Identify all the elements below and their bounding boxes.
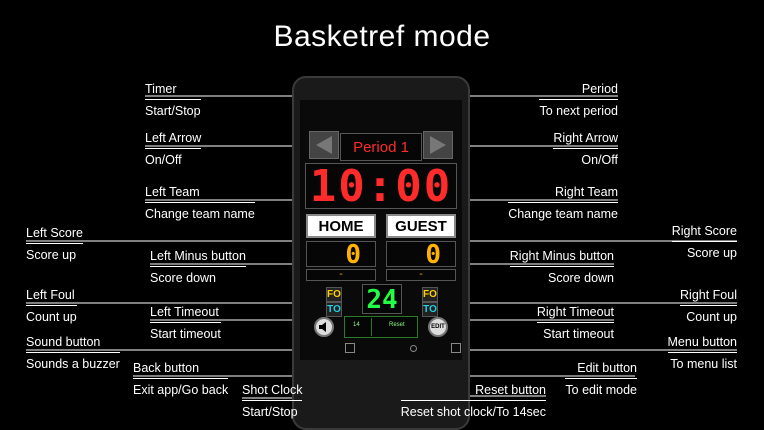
edit-button[interactable]: EDIT: [428, 317, 448, 337]
shot-clock-display[interactable]: 24: [362, 284, 402, 315]
speaker-icon: [319, 322, 326, 332]
divider: [371, 318, 372, 336]
guest-score: 0: [425, 240, 441, 270]
home-score: 0: [345, 240, 361, 270]
back-button-icon[interactable]: [345, 343, 355, 353]
arrow-left-icon: [316, 136, 332, 154]
left-arrow-button[interactable]: [309, 131, 339, 159]
guest-score-display[interactable]: 0: [386, 240, 456, 270]
home-minus-button[interactable]: -: [306, 269, 376, 281]
home-team-button[interactable]: HOME: [306, 214, 376, 238]
shot-reset-button[interactable]: Reset: [389, 322, 405, 328]
guest-team-button[interactable]: GUEST: [386, 214, 456, 238]
page-title: Basketref mode: [273, 20, 491, 53]
right-arrow-button[interactable]: [423, 131, 453, 159]
timer-display[interactable]: 10:00: [305, 163, 457, 210]
right-timeout-indicator[interactable]: TO: [422, 302, 438, 317]
home-score-display[interactable]: 0: [306, 240, 376, 270]
left-timeout-indicator[interactable]: TO: [326, 302, 342, 317]
left-foul-indicator[interactable]: FO: [326, 287, 342, 302]
arrow-right-icon: [430, 136, 446, 154]
shot-clock-controls: 14 Reset: [344, 316, 418, 338]
home-button-icon[interactable]: [410, 345, 417, 352]
right-foul-indicator[interactable]: FO: [422, 287, 438, 302]
guest-minus-button[interactable]: -: [386, 269, 456, 281]
sound-button[interactable]: [314, 317, 334, 337]
menu-button-icon[interactable]: [451, 343, 461, 353]
shot-14-button[interactable]: 14: [353, 322, 360, 328]
period-display[interactable]: Period 1: [340, 133, 422, 161]
